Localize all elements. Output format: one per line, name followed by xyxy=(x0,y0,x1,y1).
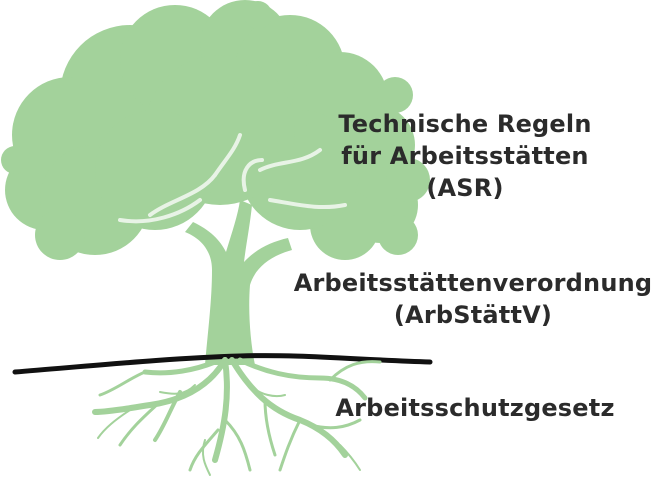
label-asr-line2: für Arbeitsstätten xyxy=(341,142,589,170)
tree-roots xyxy=(92,357,382,476)
label-arbschg-line1: Arbeitsschutzgesetz xyxy=(335,394,615,422)
label-arbstaettv-line1: Arbeitsstättenverordnung xyxy=(293,269,653,297)
tree-branches xyxy=(118,133,347,224)
label-arbstaettv-line2: (ArbStättV) xyxy=(393,301,553,329)
label-arbstaettv: Arbeitsstättenverordnung (ArbStättV) xyxy=(276,267,670,331)
tree-trunk xyxy=(185,200,292,365)
ground-line xyxy=(12,353,433,375)
label-asr: Technische Regeln für Arbeitsstätten (AS… xyxy=(300,108,630,204)
label-arbschg: Arbeitsschutzgesetz xyxy=(300,392,650,424)
label-asr-line1: Technische Regeln xyxy=(338,110,592,138)
label-asr-line3: (ASR) xyxy=(426,174,504,202)
tree-canopy xyxy=(1,0,430,260)
